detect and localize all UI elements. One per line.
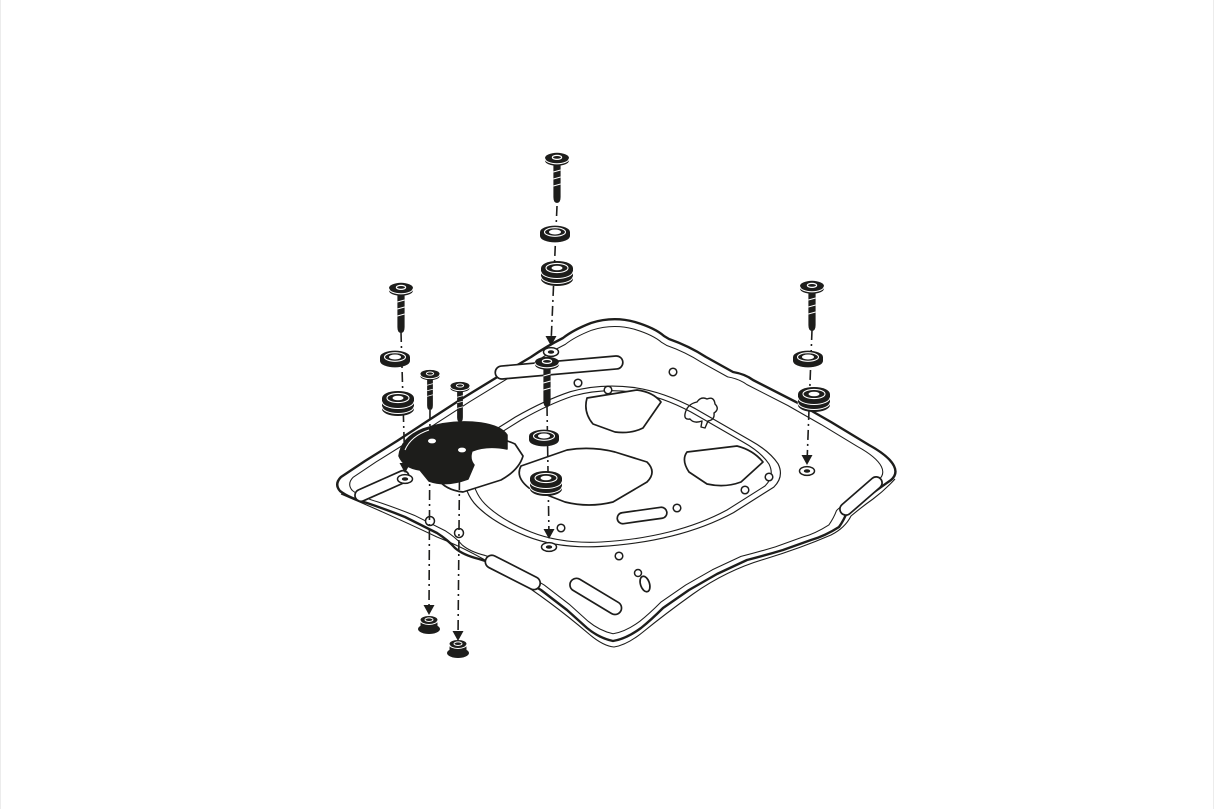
small-hole [764, 472, 774, 482]
slot-right [839, 476, 883, 516]
slot-bone [616, 506, 668, 525]
washer [792, 350, 824, 368]
small-hole [672, 503, 682, 513]
platform-contour-outer [457, 385, 782, 548]
mounting-hole-top [542, 346, 560, 358]
countersunk-screw [799, 280, 825, 332]
opening-right [683, 445, 764, 487]
pad-hole [428, 438, 436, 444]
rubber-grommet [797, 386, 831, 413]
small-hole [614, 551, 624, 561]
flange-nut [446, 639, 470, 659]
small-hole [740, 485, 750, 495]
slot-bottom-center [569, 577, 623, 616]
countersunk-screw [388, 282, 414, 334]
slot-left [354, 469, 410, 503]
arrow-icon [423, 605, 435, 615]
logo-mark [684, 397, 718, 429]
countersunk-screw-small [419, 369, 441, 411]
small-hole [573, 378, 583, 388]
mounting-hole-center [540, 541, 558, 553]
rubber-grommet [381, 390, 415, 417]
washer [528, 429, 560, 447]
mounting-hole-left [396, 473, 414, 485]
small-hole [668, 367, 678, 377]
slot-bottom-left [484, 554, 542, 591]
slot-small-tab [639, 575, 651, 593]
guide-line-bracket-2 [457, 419, 461, 640]
small-hole [633, 568, 643, 578]
plate-inner-contour [349, 325, 884, 635]
rubber-spacer-pad [398, 421, 508, 485]
fastener-stack-right [792, 280, 831, 413]
mounting-hole-right [798, 465, 816, 477]
arrow-icon [452, 631, 464, 641]
opening-top-center [585, 389, 662, 434]
washer [379, 350, 411, 368]
adapter-plate [336, 318, 897, 648]
washer [539, 225, 571, 243]
rubber-grommet [529, 470, 563, 497]
fastener-stack-left [379, 282, 415, 417]
flange-nut [417, 615, 441, 635]
rubber-grommet [540, 260, 574, 287]
countersunk-screw [544, 152, 570, 204]
fastener-stack-top [539, 152, 574, 287]
small-hole [603, 385, 613, 395]
small-hole [556, 523, 566, 533]
pad-hole [458, 447, 466, 453]
plate-thickness-edge [340, 478, 896, 648]
guide-line-bracket-1 [428, 409, 431, 614]
